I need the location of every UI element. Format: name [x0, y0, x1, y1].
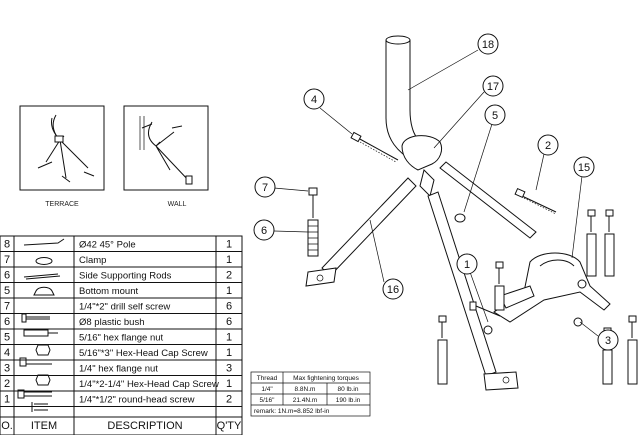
table-row-description: Side Supporting Rods: [79, 271, 172, 282]
callout-3: 3: [605, 335, 611, 347]
table-row-description: 5/16" hex flange nut: [79, 333, 164, 344]
table-row-description: 1/4" hex flange nut: [79, 364, 158, 375]
main-assembly: [305, 35, 638, 391]
table-row-qty: 3: [226, 363, 232, 375]
terrace-view: TERRACE: [19, 105, 105, 208]
torque-nm: 21.4N.m: [293, 397, 318, 404]
table-row-no: 7: [4, 254, 10, 266]
table-row-description: Bottom mount: [79, 286, 138, 297]
torque-thread: 5/16": [260, 397, 276, 404]
wall-caption: WALL: [168, 201, 187, 208]
table-row-qty: 2: [226, 394, 232, 406]
torque-lbin: 80 lb.in: [338, 386, 359, 393]
side-rod: [427, 191, 497, 377]
callout-16: 16: [387, 284, 399, 296]
header-description: DESCRIPTION: [107, 420, 182, 432]
torque-header-thread: Thread: [257, 375, 278, 382]
callout-1: 1: [464, 259, 470, 271]
table-row-qty: 1: [226, 378, 232, 390]
bottom-mount: [493, 252, 611, 323]
callout-2: 2: [545, 140, 551, 152]
table-row-no: 6: [4, 270, 10, 282]
table-row-qty: 1: [226, 285, 232, 297]
terrace-caption: TERRACE: [45, 201, 79, 208]
table-row-description: 1/4"*2" drill self screw: [79, 302, 170, 313]
table-row-description: Clamp: [79, 255, 106, 266]
item-thumbnails: [17, 238, 65, 412]
side-rod: [321, 177, 417, 277]
callouts: 18 17 4 5 2 15 7 6 1 16 3: [253, 33, 619, 351]
torque-lbin: 190 lb.in: [336, 397, 361, 404]
callout-4: 4: [311, 94, 317, 106]
table-row-description: Ø8 plastic bush: [79, 317, 144, 328]
callout-18: 18: [482, 39, 494, 51]
torque-table: Thread Max fightening torques 1/4" 8.8N.…: [250, 371, 371, 417]
bush-6: [307, 219, 319, 257]
table-row-description: 1/4"*1/2" round-head screw: [79, 395, 195, 406]
table-row-no: 5: [4, 285, 10, 297]
table-row-description: 5/16"*3" Hex-Head Cap Screw: [79, 348, 208, 359]
screw-4: [350, 131, 399, 163]
table-row-no: 4: [4, 347, 10, 359]
screw-2: [514, 187, 557, 215]
torque-remark: remark: 1N.m=8.852 lbf-in: [254, 408, 330, 415]
nut-5: [454, 213, 466, 223]
callout-5: 5: [492, 110, 498, 122]
callout-17: 17: [487, 81, 499, 93]
table-row-qty: 1: [226, 332, 232, 344]
table-row-qty: 2: [226, 270, 232, 282]
callout-7: 7: [262, 182, 268, 194]
table-row-no: 7: [4, 301, 10, 313]
parts-table: 8 Ø42 45° Pole 1 7 Clamp 1 6 Side Supporting Ro…: [0, 235, 243, 435]
callout-15: 15: [578, 162, 590, 174]
screw-7: [308, 187, 318, 218]
table-row-no: 6: [4, 316, 10, 328]
torque-nm: 8.8N.m: [295, 386, 316, 393]
table-row-qty: 6: [226, 301, 232, 313]
table-row-description: 1/4"*2-1/4" Hex-Head Cap Screw: [79, 379, 219, 390]
header-no: O.: [1, 420, 13, 432]
table-row-no: 1: [4, 394, 10, 406]
screw-1: [469, 279, 587, 335]
table-row-qty: 1: [226, 347, 232, 359]
table-row-no: 3: [4, 363, 10, 375]
table-row-no: 8: [4, 239, 10, 251]
table-row-description: Ø42 45° Pole: [79, 240, 136, 251]
table-row-no: 5: [4, 332, 10, 344]
torque-header-max: Max fightening torques: [293, 375, 360, 382]
table-row-qty: 1: [226, 254, 232, 266]
table-row-qty: 1: [226, 239, 232, 251]
table-row-qty: 6: [226, 316, 232, 328]
clamp: [401, 135, 443, 171]
table-row-no: 2: [4, 378, 10, 390]
header-qty: Q'TY: [217, 420, 242, 432]
wall-view: WALL: [123, 105, 209, 208]
torque-thread: 1/4": [261, 386, 273, 393]
screw-set-right: [494, 209, 615, 311]
header-item: ITEM: [31, 420, 57, 432]
callout-6: 6: [261, 225, 267, 237]
